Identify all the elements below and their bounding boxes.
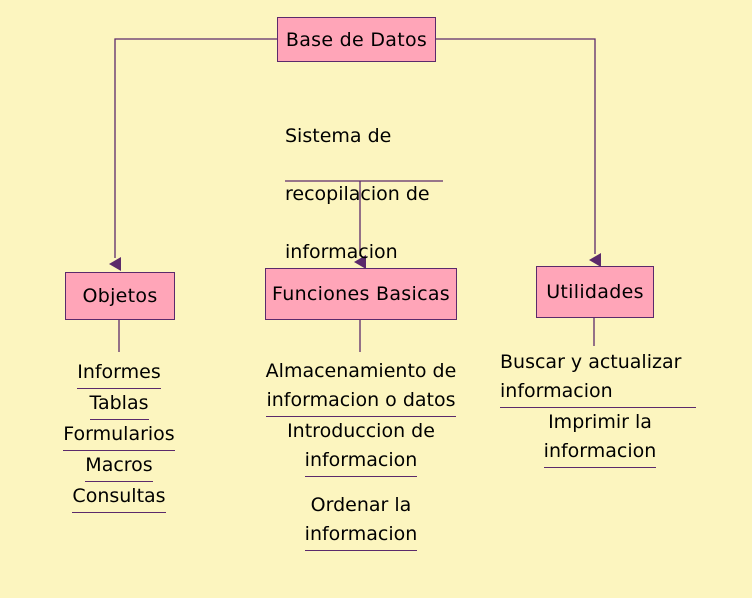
leaf-line: informacion — [543, 437, 657, 468]
list-item: Almacenamiento de informacion o datos — [255, 357, 467, 417]
leaf-line: Tablas — [89, 389, 149, 420]
list-item: Macros — [29, 451, 209, 482]
leaf-line: Introduccion de — [287, 420, 435, 442]
root-note-line-2: recopilacion de — [285, 183, 430, 205]
list-item: Consultas — [29, 482, 209, 513]
list-item: Buscar y actualizar informacion — [500, 348, 700, 408]
root-note: Sistema de recopilacion de informacion — [285, 93, 465, 296]
node-label: Objetos — [82, 285, 158, 307]
leaf-list-utilidades: Buscar y actualizar informacion Imprimir… — [500, 348, 700, 468]
leaf-line: Imprimir la — [548, 411, 652, 433]
list-item: Tablas — [29, 389, 209, 420]
leaf-list-funciones-basicas: Almacenamiento de informacion o datos In… — [255, 357, 467, 551]
node-label: Base de Datos — [285, 28, 428, 51]
leaf-line: informacion — [304, 446, 418, 477]
leaf-line: Ordenar la — [310, 494, 412, 516]
leaf-line: Informes — [77, 358, 161, 389]
list-item: Introduccion de informacion — [255, 417, 467, 477]
node-funciones-basicas[interactable]: Funciones Basicas — [265, 268, 457, 320]
leaf-line: Buscar y actualizar — [500, 351, 682, 373]
leaf-list-objetos: Informes Tablas Formularios Macros Consu… — [29, 358, 209, 513]
list-item: Informes — [29, 358, 209, 389]
root-note-line-1: Sistema de — [285, 125, 392, 147]
connector-root-to-objetos — [109, 38, 277, 271]
leaf-line: Formularios — [63, 420, 175, 451]
leaf-line: Macros — [85, 451, 153, 482]
leaf-line: informacion — [304, 520, 418, 551]
list-item: Ordenar la informacion — [255, 491, 467, 551]
node-objetos[interactable]: Objetos — [65, 272, 175, 320]
node-utilidades[interactable]: Utilidades — [536, 266, 654, 318]
leaf-line: informacion — [500, 377, 696, 408]
root-note-line-3: informacion — [285, 241, 398, 263]
list-item: Imprimir la informacion — [500, 408, 700, 468]
leaf-line: Almacenamiento de — [265, 360, 457, 382]
leaf-line: Consultas — [72, 482, 166, 513]
node-label: Utilidades — [546, 281, 644, 303]
node-base-de-datos[interactable]: Base de Datos — [277, 17, 436, 62]
node-label: Funciones Basicas — [272, 283, 450, 305]
list-item: Formularios — [29, 420, 209, 451]
leaf-line: informacion o datos — [266, 386, 456, 417]
